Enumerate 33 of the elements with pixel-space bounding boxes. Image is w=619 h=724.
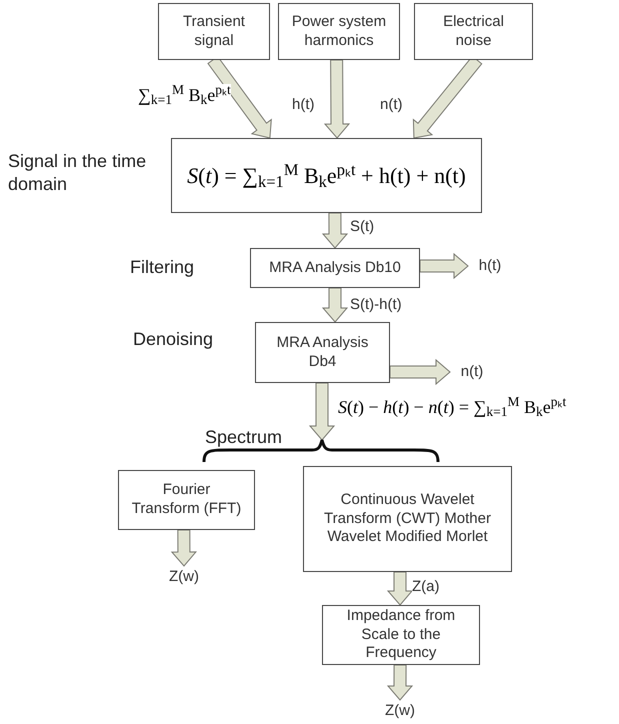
stage-label: Filtering [130, 256, 196, 278]
output-label: n(t) [450, 361, 494, 383]
block-arrow [386, 664, 414, 701]
block-arrow [322, 212, 348, 249]
edge-label: S(t) [350, 218, 374, 237]
block-arrow [324, 60, 350, 139]
process-box: Electrical noise [414, 3, 533, 60]
process-box: Power system harmonics [278, 3, 400, 60]
block-arrow [420, 252, 469, 280]
block-arrow [322, 288, 348, 323]
process-box: MRA Analysis Db10 [250, 248, 420, 288]
process-box: Impedance from Scale to the Frequency [322, 605, 480, 665]
output-label: Z(w) [160, 566, 208, 588]
block-arrow [308, 382, 336, 441]
process-box: Continuous Wavelet Transform (CWT) Mother Wavelet Modified Morlet [303, 466, 512, 572]
process-box: S(t) = ∑$_{k=1}$$^{M}$ B$_{k}$e$^{pₖt}$ + h(t) + n(t) [171, 138, 482, 213]
edge-label: S(t) − h(t) − n(t) = ∑$_{k=1}$$^{M}$ B$_{k}$e$^{pₖt}$ [338, 396, 566, 418]
process-box: Fourier Transform (FFT) [118, 470, 255, 530]
process-box: MRA Analysis Db4 [255, 322, 390, 383]
block-arrow [390, 358, 451, 386]
section-label: Spectrum [205, 426, 282, 449]
edge-label: ∑$_{k=1}$$^{M}$ B$_{k}$e$^{pₖt}$ [138, 84, 231, 106]
block-arrow [170, 530, 197, 567]
edge-label: S(t)-h(t) [350, 296, 402, 315]
output-label: h(t) [468, 255, 512, 277]
process-box: Transient signal [158, 3, 270, 60]
stage-label: Denoising [133, 328, 214, 350]
block-arrow [386, 572, 414, 606]
edge-label: n(t) [380, 96, 402, 115]
output-label: Z(w) [376, 700, 424, 722]
edge-label: Z(a) [412, 578, 440, 597]
stage-label: Signal in the time domain [8, 150, 148, 195]
edge-label: h(t) [292, 96, 314, 115]
